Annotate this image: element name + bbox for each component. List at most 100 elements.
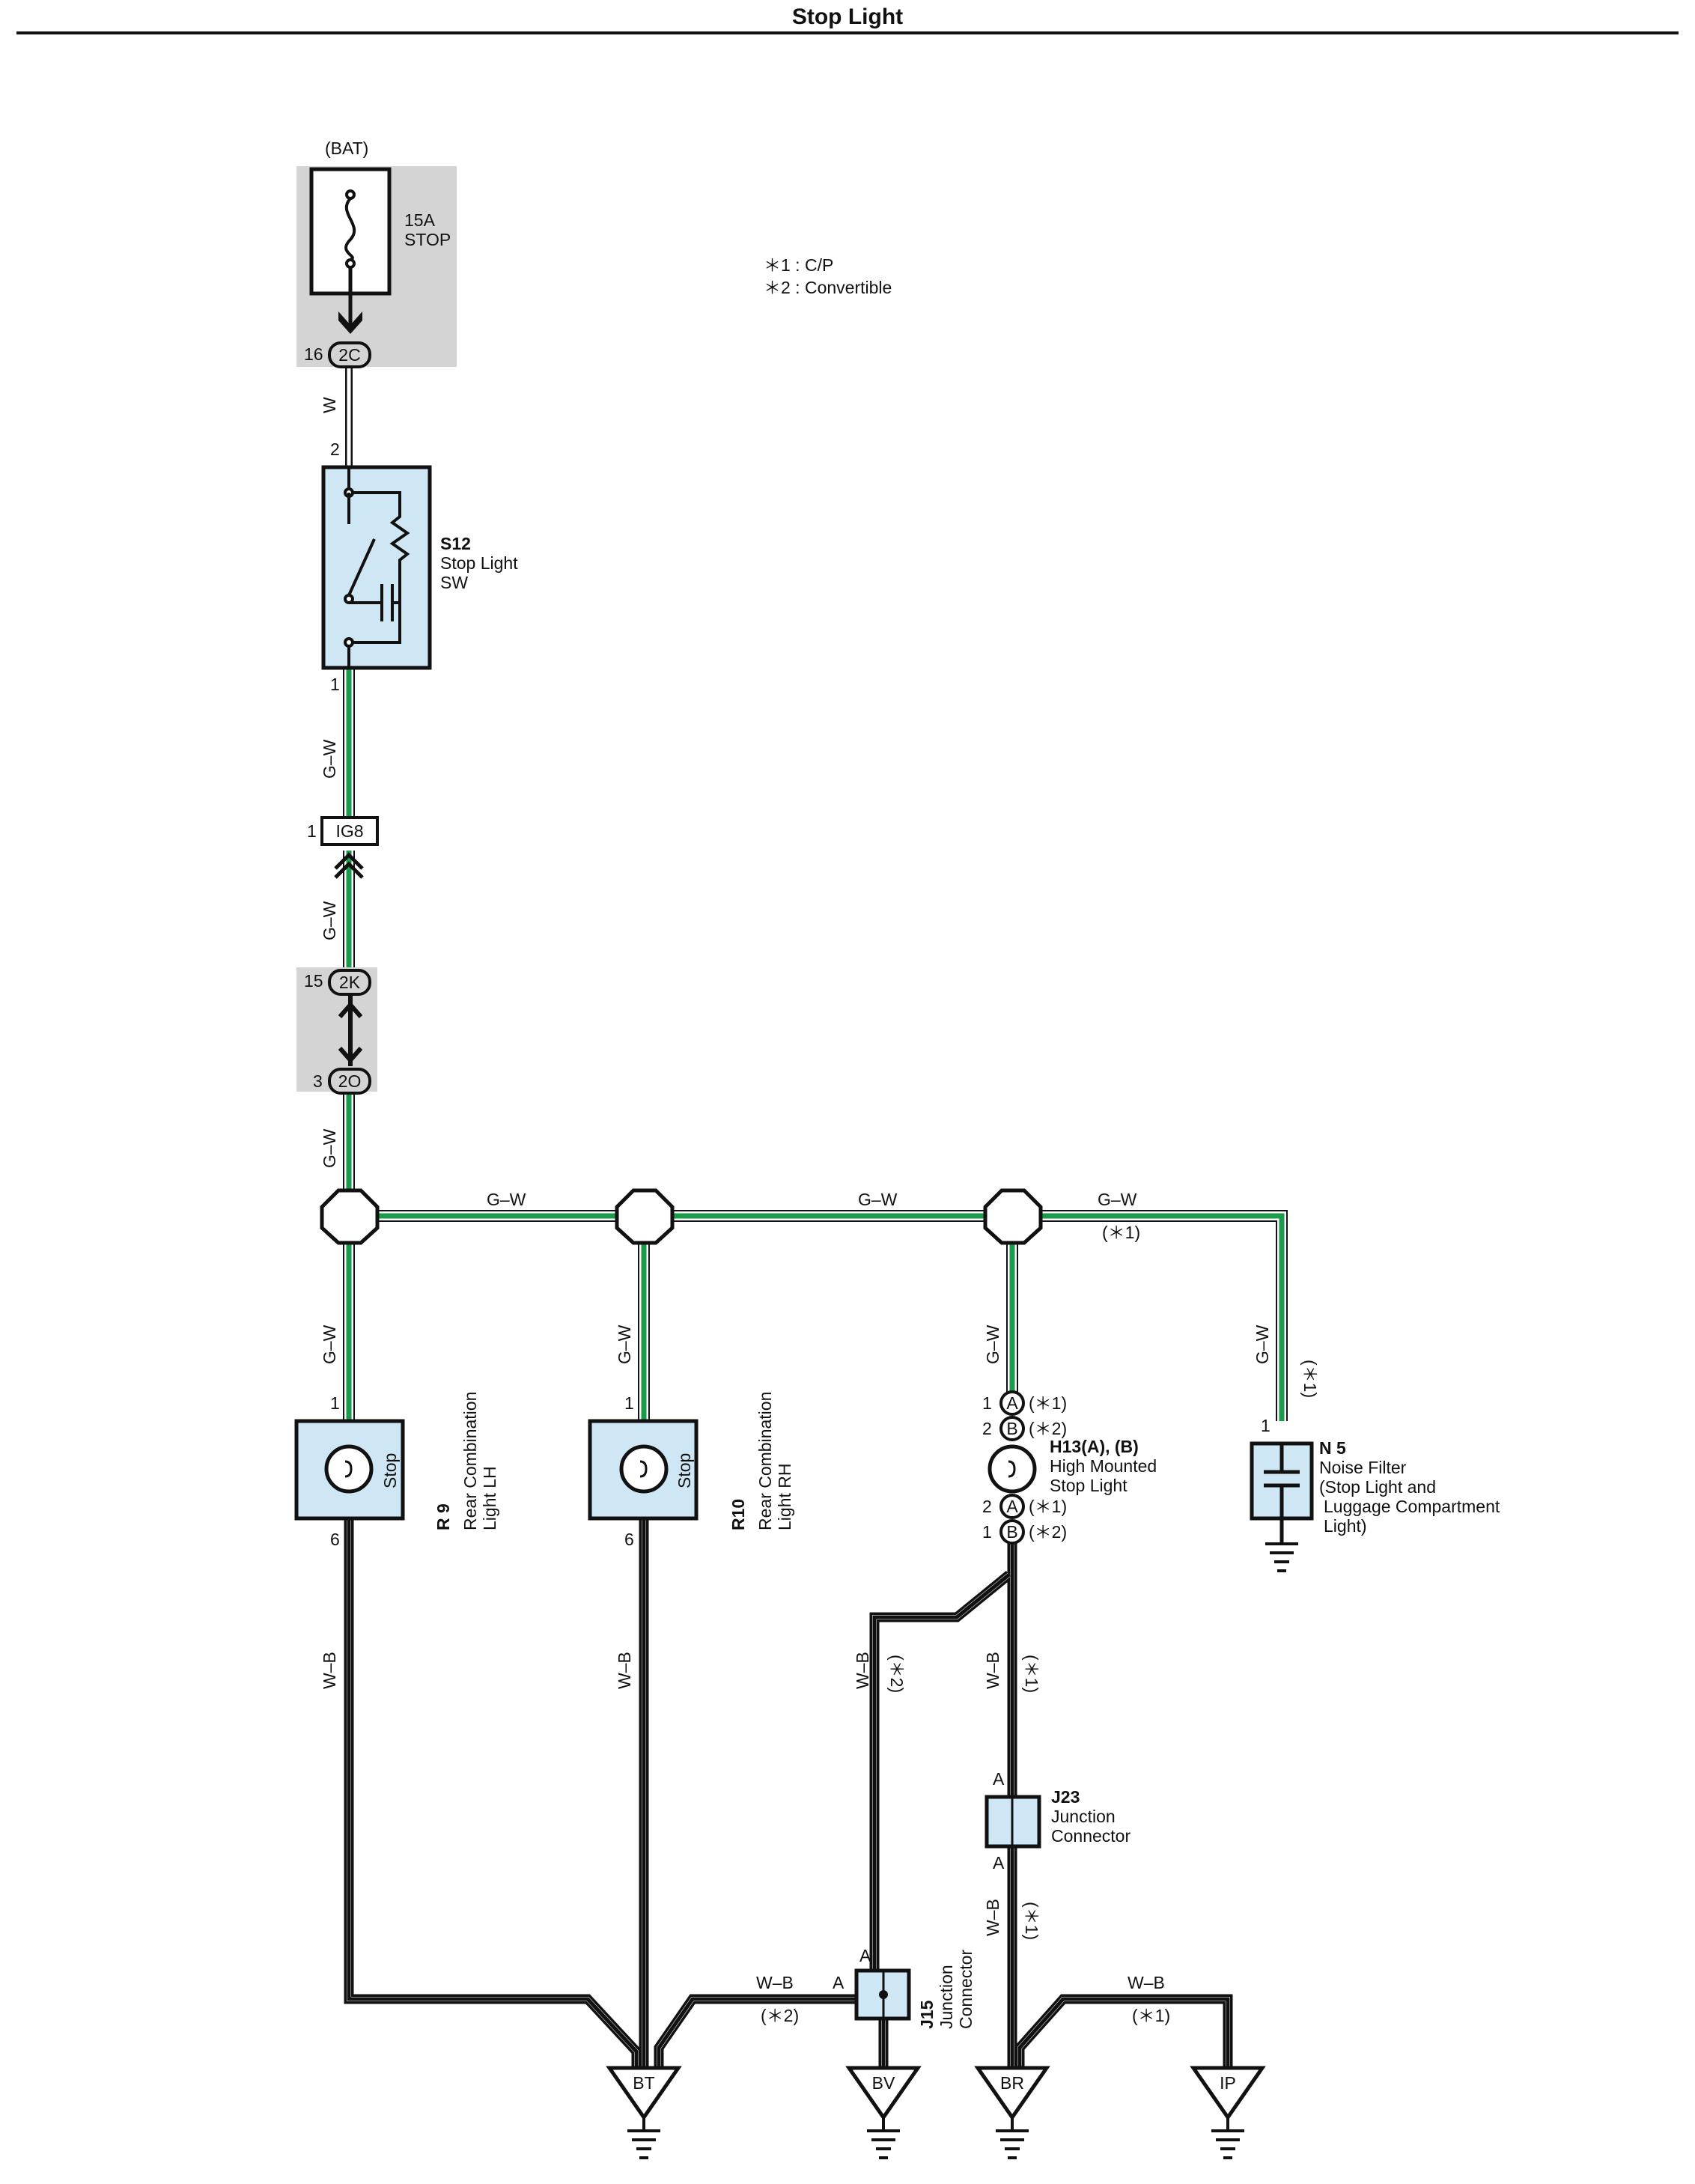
ground-point-bv: BV bbox=[845, 2066, 922, 2159]
j23-pin-top: A bbox=[993, 1769, 1005, 1789]
j15-id: J15 bbox=[917, 2000, 937, 2029]
n5-name-3: Luggage Compartment bbox=[1324, 1497, 1500, 1516]
stop-light-switch bbox=[321, 465, 432, 670]
j23-name-1: Junction bbox=[1051, 1807, 1116, 1826]
wire-label-gw-r10: G–W bbox=[615, 1324, 634, 1364]
j23-pin-bottom: A bbox=[993, 1853, 1005, 1873]
h13-name-1: High Mounted bbox=[1050, 1456, 1157, 1476]
wire-note-gw-n5: (＊1) bbox=[1300, 1360, 1320, 1398]
legend-line-2: ＊2 : Convertible bbox=[764, 278, 892, 297]
j23-name-2: Connector bbox=[1051, 1826, 1130, 1846]
wire-label-gw-n5: G–W bbox=[1253, 1324, 1272, 1364]
svg-text:1: 1 bbox=[982, 1393, 992, 1413]
ig8-chevron-icon bbox=[334, 852, 364, 879]
svg-text:(＊2): (＊2) bbox=[1029, 1522, 1067, 1542]
legend-line-1: ＊1 : C/P bbox=[764, 255, 833, 275]
fuse-connector-label: 2C bbox=[338, 345, 360, 365]
svg-text:2: 2 bbox=[982, 1419, 992, 1438]
switch-symbol-icon bbox=[344, 467, 410, 668]
connector-2o-label: 2O bbox=[338, 1071, 362, 1091]
wire-note-wb-ip: (＊1) bbox=[1132, 2006, 1170, 2025]
r9-name-1: Rear Combination bbox=[460, 1392, 480, 1530]
ground-point-ip: IP bbox=[1190, 2066, 1266, 2159]
fuse-connector bbox=[328, 341, 371, 368]
wire-label-gw-h13: G–W bbox=[983, 1324, 1002, 1364]
j15-pin-left: A bbox=[833, 1973, 845, 1992]
ground-point-bt: BT bbox=[606, 2066, 682, 2159]
splice-point-3 bbox=[983, 1188, 1043, 1245]
wire-label-wb-j15: W–B bbox=[853, 1652, 872, 1689]
r9-name-2: Light LH bbox=[480, 1466, 499, 1530]
ig8-label: IG8 bbox=[335, 821, 363, 841]
r9-pin-bottom: 6 bbox=[330, 1530, 340, 1549]
wire-label-wb-bt-j15: W–B bbox=[756, 1973, 794, 1992]
r10-id: R10 bbox=[728, 1499, 748, 1530]
connector-2k-label: 2K bbox=[339, 973, 361, 992]
r10-bulb-icon bbox=[619, 1444, 669, 1494]
r10-name-1: Rear Combination bbox=[755, 1392, 775, 1530]
ground-point-br: BR bbox=[974, 2066, 1050, 2159]
wire-label-wb-ip: W–B bbox=[1128, 1973, 1165, 1992]
n5-id: N 5 bbox=[1319, 1438, 1346, 1458]
svg-text:2: 2 bbox=[982, 1497, 992, 1516]
connector-2o bbox=[328, 1068, 371, 1095]
wire-note-wb-j23b: (＊1) bbox=[1022, 1902, 1041, 1940]
ground-icon bbox=[1211, 2117, 1244, 2159]
junction-arrow-icon bbox=[338, 994, 363, 1066]
n5-name-2: (Stop Light and bbox=[1319, 1477, 1436, 1497]
j15-pin-top: A bbox=[859, 1946, 871, 1965]
wire-label-gw-r9: G–W bbox=[320, 1324, 339, 1364]
wire-label-wb-r9: W–B bbox=[320, 1652, 339, 1689]
svg-text:A: A bbox=[1006, 1497, 1018, 1516]
r10-pin-top: 1 bbox=[624, 1393, 634, 1413]
h13-pin-a2: 2 A (＊1) bbox=[982, 1494, 1067, 1519]
wire-note-wb-j23: (＊1) bbox=[1022, 1655, 1041, 1693]
svg-text:(＊1): (＊1) bbox=[1029, 1393, 1067, 1413]
green-wires bbox=[343, 668, 1288, 1421]
r9-lamp-label: Stop bbox=[380, 1453, 400, 1488]
battery-label: (BAT) bbox=[325, 139, 368, 158]
wire-note-h-gw-3: (＊1) bbox=[1102, 1223, 1140, 1242]
wire-label-w: W bbox=[320, 397, 339, 413]
r10-lamp-label: Stop bbox=[675, 1453, 694, 1488]
wire-label-wb-r10: W–B bbox=[615, 1652, 634, 1689]
ground-wires bbox=[344, 1518, 1233, 2068]
ig8-connector bbox=[320, 816, 379, 846]
svg-text:BV: BV bbox=[872, 2073, 895, 2093]
switch-name-2: SW bbox=[440, 573, 468, 592]
svg-text:BT: BT bbox=[633, 2073, 654, 2093]
svg-text:(＊2): (＊2) bbox=[1029, 1419, 1067, 1438]
r10-name-2: Light RH bbox=[775, 1464, 794, 1530]
switch-id: S12 bbox=[440, 534, 471, 553]
h13-pin-b1: 1 B (＊2) bbox=[982, 1519, 1067, 1545]
fuse-icon bbox=[344, 189, 356, 269]
svg-text:B: B bbox=[1006, 1419, 1017, 1438]
n5-name-4: Light) bbox=[1324, 1516, 1367, 1536]
switch-pin-bottom: 1 bbox=[330, 675, 340, 694]
page-title: Stop Light bbox=[792, 4, 903, 29]
ground-icon bbox=[627, 2117, 660, 2159]
junction-pin-top: 15 bbox=[304, 971, 323, 991]
wire-label-wb-j23: W–B bbox=[983, 1652, 1002, 1689]
svg-text:A: A bbox=[1006, 1393, 1018, 1413]
connector-arrow-icon bbox=[338, 311, 362, 334]
splice-point-2 bbox=[615, 1188, 675, 1245]
r9-pin-top: 1 bbox=[330, 1393, 340, 1413]
switch-name-1: Stop Light bbox=[440, 553, 518, 573]
wire-label-h-gw-1: G–W bbox=[487, 1190, 526, 1209]
fuse-name: STOP bbox=[404, 230, 451, 249]
splice-point-1 bbox=[320, 1188, 380, 1245]
h13-id: H13(A), (B) bbox=[1050, 1437, 1139, 1456]
n5-name-1: Noise Filter bbox=[1319, 1458, 1407, 1477]
high-mounted-stop-light-icon bbox=[988, 1444, 1037, 1494]
fuse-pin: 16 bbox=[304, 344, 323, 364]
wire-label-h-gw-2: G–W bbox=[858, 1190, 898, 1209]
svg-text:B: B bbox=[1006, 1522, 1017, 1542]
r9-id: R 9 bbox=[433, 1503, 453, 1530]
wire-label-h-gw-3: G–W bbox=[1098, 1190, 1137, 1209]
wire-label-gw-1: G–W bbox=[320, 739, 339, 779]
h13-pin-b2: 2 B (＊2) bbox=[982, 1416, 1067, 1441]
wire-note-wb-j15: (＊2) bbox=[887, 1655, 907, 1693]
capacitor-icon bbox=[1264, 1444, 1300, 1542]
